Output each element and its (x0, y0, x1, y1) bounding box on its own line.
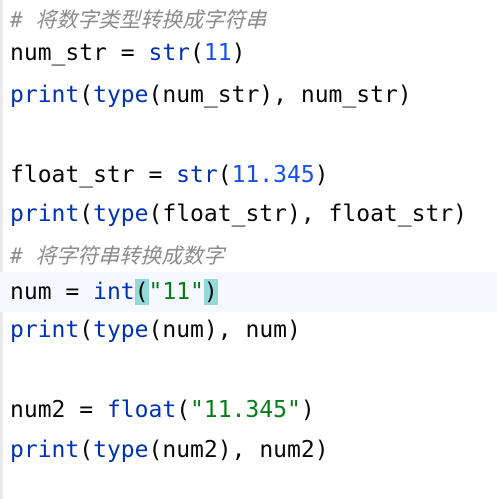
close-paren: ) (286, 201, 301, 227)
argument: num (162, 317, 204, 343)
builtin-function: type (93, 437, 149, 463)
builtin-function: int (93, 279, 135, 305)
separator: , (231, 437, 260, 463)
number-literal: 11 (203, 40, 232, 66)
code-line-float-str-assign[interactable]: float_str = str(11.345) (0, 155, 497, 195)
close-paren: ) (217, 437, 232, 463)
builtin-function: type (93, 82, 149, 108)
open-paren: ( (148, 201, 163, 227)
code-line-print-num[interactable]: print(type(num), num) (0, 310, 497, 350)
close-paren: ) (203, 317, 218, 343)
builtin-function: type (93, 317, 149, 343)
argument: float_str (162, 201, 287, 227)
code-line-print-num-str[interactable]: print(type(num_str), num_str) (0, 75, 497, 115)
code-line-num2-assign[interactable]: num2 = float("11.345") (0, 390, 497, 430)
close-paren: ) (231, 40, 246, 66)
close-paren: ) (259, 82, 274, 108)
separator: , (273, 82, 301, 108)
builtin-function: print (10, 82, 80, 108)
builtin-function: str (148, 40, 191, 66)
open-paren: ( (148, 317, 163, 343)
argument: float_str (328, 201, 454, 227)
close-paren: ) (287, 317, 301, 343)
open-paren: ( (176, 397, 191, 423)
editor-gutter-border (0, 0, 3, 499)
variable-name: num (10, 279, 52, 305)
string-literal: "11.345" (190, 397, 301, 423)
builtin-function: type (93, 201, 149, 227)
comment-text: # 将字符串转换成数字 (10, 244, 225, 268)
matched-open-paren: ( (134, 279, 149, 305)
builtin-function: str (176, 162, 218, 188)
comment-text: # 将数字类型转换成字符串 (10, 8, 267, 32)
close-paren: ) (314, 162, 329, 188)
separator: , (300, 201, 329, 227)
code-line-print-float-str[interactable]: print(type(float_str), float_str) (0, 194, 497, 234)
code-line-empty[interactable] (0, 350, 497, 390)
argument: num_str (162, 82, 260, 108)
code-line-num-assign-current[interactable]: num = int("11") (0, 272, 497, 312)
argument: num2 (162, 437, 218, 463)
variable-name: num2 (10, 397, 66, 423)
matched-close-paren: ) (203, 279, 218, 305)
variable-name: float_str (10, 162, 135, 188)
separator: , (217, 317, 246, 343)
open-paren: ( (148, 437, 163, 463)
open-paren: ( (79, 201, 94, 227)
number-literal: 11.345 (231, 162, 315, 188)
close-paren: ) (453, 201, 468, 227)
open-paren: ( (79, 82, 94, 108)
assign-operator: = (51, 279, 94, 305)
code-line-print-num2[interactable]: print(type(num2), num2) (0, 430, 497, 470)
open-paren: ( (79, 317, 94, 343)
builtin-function: float (106, 397, 177, 423)
assign-operator: = (65, 397, 107, 423)
string-literal: "11" (148, 279, 204, 305)
open-paren: ( (148, 82, 163, 108)
code-line-comment-string-to-number[interactable]: # 将字符串转换成数字 (0, 236, 497, 276)
open-paren: ( (190, 40, 204, 66)
close-paren: ) (314, 437, 329, 463)
argument: num2 (259, 437, 315, 463)
code-line-num-str-assign[interactable]: num_str = str(11) (0, 33, 497, 73)
argument: num_str (300, 82, 398, 108)
assign-operator: = (106, 40, 149, 66)
code-line-empty[interactable] (0, 117, 497, 157)
assign-operator: = (134, 162, 177, 188)
builtin-function: print (10, 437, 80, 463)
open-paren: ( (79, 437, 94, 463)
builtin-function: print (10, 317, 80, 343)
variable-name: num_str (10, 40, 107, 66)
close-paren: ) (397, 82, 412, 108)
argument: num (245, 317, 288, 343)
builtin-function: print (10, 201, 80, 227)
close-paren: ) (300, 397, 315, 423)
open-paren: ( (217, 162, 232, 188)
code-line-comment-number-to-string[interactable]: # 将数字类型转换成字符串 (0, 0, 497, 40)
